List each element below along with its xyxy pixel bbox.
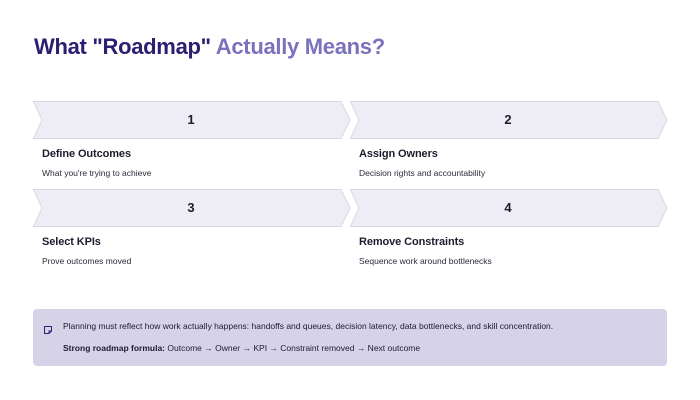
formula-label: Strong roadmap formula:: [63, 343, 166, 353]
step-heading: Remove Constraints: [359, 236, 465, 248]
step-number: 4: [504, 200, 512, 215]
note-text: Planning must reflect how work actually …: [63, 321, 554, 331]
step-number: 2: [504, 112, 512, 127]
step-number: 1: [187, 112, 195, 127]
step-number: 3: [187, 200, 195, 215]
title-accent: Actually Means?: [215, 34, 385, 59]
step-chevron: [350, 101, 670, 139]
step-description: Prove outcomes moved: [42, 256, 132, 266]
title-main: What "Roadmap": [34, 34, 211, 59]
note-callout: Planning must reflect how work actually …: [33, 309, 667, 366]
note-icon: [43, 322, 53, 334]
step-chevron: [33, 189, 353, 227]
step-heading: Select KPIs: [42, 236, 101, 248]
note-formula: Strong roadmap formula: Outcome → Owner …: [63, 343, 420, 353]
step-description: Decision rights and accountability: [359, 168, 486, 178]
step-description: What you're trying to achieve: [42, 168, 152, 178]
step-heading: Assign Owners: [359, 148, 438, 160]
step-chevron: [350, 189, 670, 227]
page-title: What "Roadmap" Actually Means?: [34, 34, 385, 60]
step-description: Sequence work around bottlenecks: [359, 256, 492, 266]
step-heading: Define Outcomes: [42, 148, 131, 160]
formula-text: Outcome → Owner → KPI → Constraint remov…: [167, 343, 421, 353]
step-chevron: [33, 101, 353, 139]
